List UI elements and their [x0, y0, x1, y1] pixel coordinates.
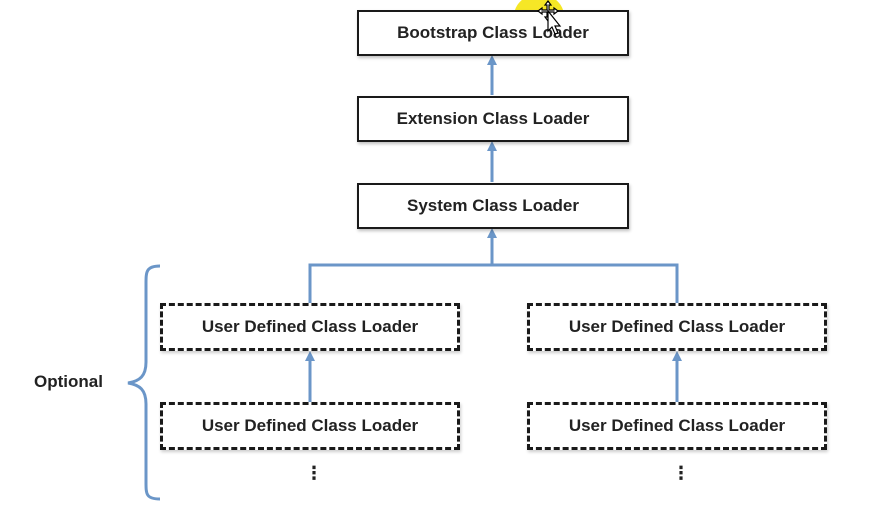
- extension-class-loader-label: Extension Class Loader: [396, 109, 590, 128]
- user-defined-class-loader-box-right-2: User Defined Class Loader: [527, 402, 827, 450]
- user-defined-class-loader-label: User Defined Class Loader: [568, 317, 786, 336]
- ellipsis-left: ⋮: [305, 463, 323, 483]
- optional-brace: [127, 264, 161, 501]
- user-defined-class-loader-box-right-1: User Defined Class Loader: [527, 303, 827, 351]
- system-class-loader-label: System Class Loader: [407, 196, 579, 215]
- user-defined-class-loader-label: User Defined Class Loader: [201, 416, 419, 435]
- user-defined-class-loader-box-left-2: User Defined Class Loader: [160, 402, 460, 450]
- extension-class-loader-box: Extension Class Loader: [357, 96, 629, 142]
- move-cursor-icon: [537, 0, 562, 35]
- ellipsis-right: ⋮: [672, 463, 690, 483]
- bootstrap-class-loader-label: Bootstrap Class Loader: [397, 23, 589, 42]
- bootstrap-class-loader-box: Bootstrap Class Loader: [357, 10, 629, 56]
- branch-connector: [308, 263, 679, 303]
- user-defined-class-loader-label: User Defined Class Loader: [201, 317, 419, 336]
- optional-label: Optional: [34, 372, 103, 391]
- system-class-loader-box: System Class Loader: [357, 183, 629, 229]
- user-defined-class-loader-box-left-1: User Defined Class Loader: [160, 303, 460, 351]
- user-defined-class-loader-label: User Defined Class Loader: [568, 416, 786, 435]
